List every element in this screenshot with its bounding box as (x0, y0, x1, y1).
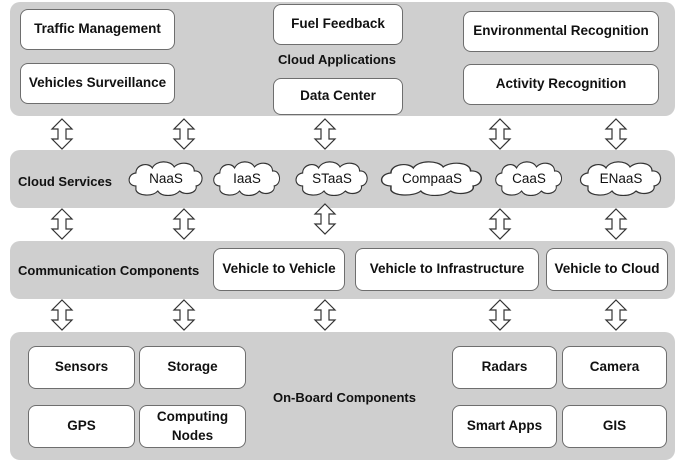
storage-box: Storage (139, 346, 246, 389)
cloud-iaas-icon: IaaS (210, 160, 284, 197)
fuel-feedback-box: Fuel Feedback (273, 4, 403, 45)
vehicle-to-cloud-box: Vehicle to Cloud (546, 248, 668, 291)
bidirectional-arrow-icon (50, 299, 74, 331)
bidirectional-arrow-icon (313, 118, 337, 150)
bidirectional-arrow-icon (50, 208, 74, 240)
activity-recognition-box: Activity Recognition (463, 64, 659, 105)
computing-nodes-box: Computing Nodes (139, 405, 246, 448)
bidirectional-arrow-icon (313, 299, 337, 331)
bidirectional-arrow-icon (604, 118, 628, 150)
onboard-components-label: On-Board Components (273, 390, 416, 405)
bidirectional-arrow-icon (172, 208, 196, 240)
smart-apps-box: Smart Apps (452, 405, 557, 448)
bidirectional-arrow-icon (488, 118, 512, 150)
cloud-naas-label: NaaS (149, 170, 183, 186)
bidirectional-arrow-icon (488, 299, 512, 331)
sensors-box: Sensors (28, 346, 135, 389)
cloud-applications-label: Cloud Applications (278, 52, 396, 67)
cloud-staas-label: STaaS (312, 170, 352, 186)
cloud-iaas-label: IaaS (233, 170, 261, 186)
camera-box: Camera (562, 346, 667, 389)
cloud-caas-icon: CaaS (492, 160, 566, 197)
radars-box: Radars (452, 346, 557, 389)
vehicles-surveillance-box: Vehicles Surveillance (20, 63, 175, 104)
bidirectional-arrow-icon (50, 118, 74, 150)
cloud-enaas-label: ENaaS (599, 170, 643, 186)
gps-box: GPS (28, 405, 135, 448)
environmental-recognition-box: Environmental Recognition (463, 11, 659, 52)
bidirectional-arrow-icon (313, 203, 337, 235)
bidirectional-arrow-icon (604, 208, 628, 240)
gis-box: GIS (562, 405, 667, 448)
cloud-naas-icon: NaaS (125, 160, 207, 197)
cloud-services-label: Cloud Services (18, 174, 112, 189)
data-center-box: Data Center (273, 78, 403, 115)
cloud-compaas-icon: CompaaS (376, 160, 488, 197)
cloud-compaas-label: CompaaS (401, 170, 463, 186)
bidirectional-arrow-icon (604, 299, 628, 331)
bidirectional-arrow-icon (172, 118, 196, 150)
cloud-enaas-icon: ENaaS (576, 160, 666, 197)
communication-components-label: Communication Components (18, 263, 200, 278)
vehicle-to-infrastructure-box: Vehicle to Infrastructure (355, 248, 539, 291)
traffic-management-box: Traffic Management (20, 9, 175, 50)
bidirectional-arrow-icon (488, 208, 512, 240)
cloud-staas-icon: STaaS (292, 160, 372, 197)
bidirectional-arrow-icon (172, 299, 196, 331)
cloud-caas-label: CaaS (512, 170, 546, 186)
vehicle-to-vehicle-box: Vehicle to Vehicle (213, 248, 345, 291)
